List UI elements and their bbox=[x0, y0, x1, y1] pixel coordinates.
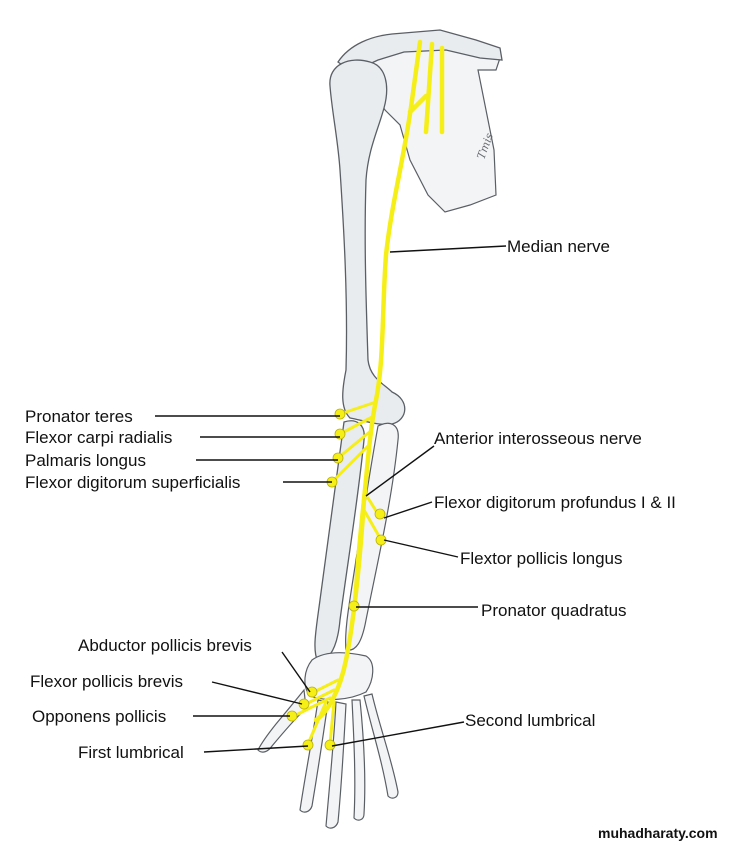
label-pronator-quadratus: Pronator quadratus bbox=[481, 601, 627, 620]
scapula bbox=[371, 37, 501, 213]
label-flexor-digitorum-superficialis: Flexor digitorum superficialis bbox=[25, 473, 240, 492]
label-first-lumbrical: First lumbrical bbox=[78, 743, 184, 762]
label-second-lumbrical: Second lumbrical bbox=[465, 711, 595, 730]
label-flexor-pollicis-longus: Flextor pollicis longus bbox=[460, 549, 623, 568]
label-pronator-teres: Pronator teres bbox=[25, 407, 133, 426]
label-opponens-pollicis: Opponens pollicis bbox=[32, 707, 166, 726]
label-flexor-digitorum-profundus: Flexor digitorum profundus I & II bbox=[434, 493, 676, 512]
label-abductor-pollicis-brevis: Abductor pollicis brevis bbox=[78, 636, 252, 655]
label-median-nerve: Median nerve bbox=[507, 237, 610, 256]
label-flexor-carpi-radialis: Flexor carpi radialis bbox=[25, 428, 172, 447]
labels: Median nerve Pronator teres Flexor carpi… bbox=[25, 237, 676, 762]
label-flexor-pollicis-brevis: Flexor pollicis brevis bbox=[30, 672, 183, 691]
finger-bones bbox=[299, 693, 399, 829]
label-anterior-interosseous-nerve: Anterior interosseous nerve bbox=[434, 429, 642, 448]
label-palmaris-longus: Palmaris longus bbox=[25, 451, 146, 470]
median-nerve-path bbox=[292, 39, 445, 746]
thumb-bones bbox=[257, 688, 307, 753]
humerus bbox=[329, 59, 406, 426]
radius bbox=[314, 420, 365, 663]
leader-lines bbox=[155, 245, 507, 753]
watermark: muhadharaty.com bbox=[598, 825, 718, 841]
